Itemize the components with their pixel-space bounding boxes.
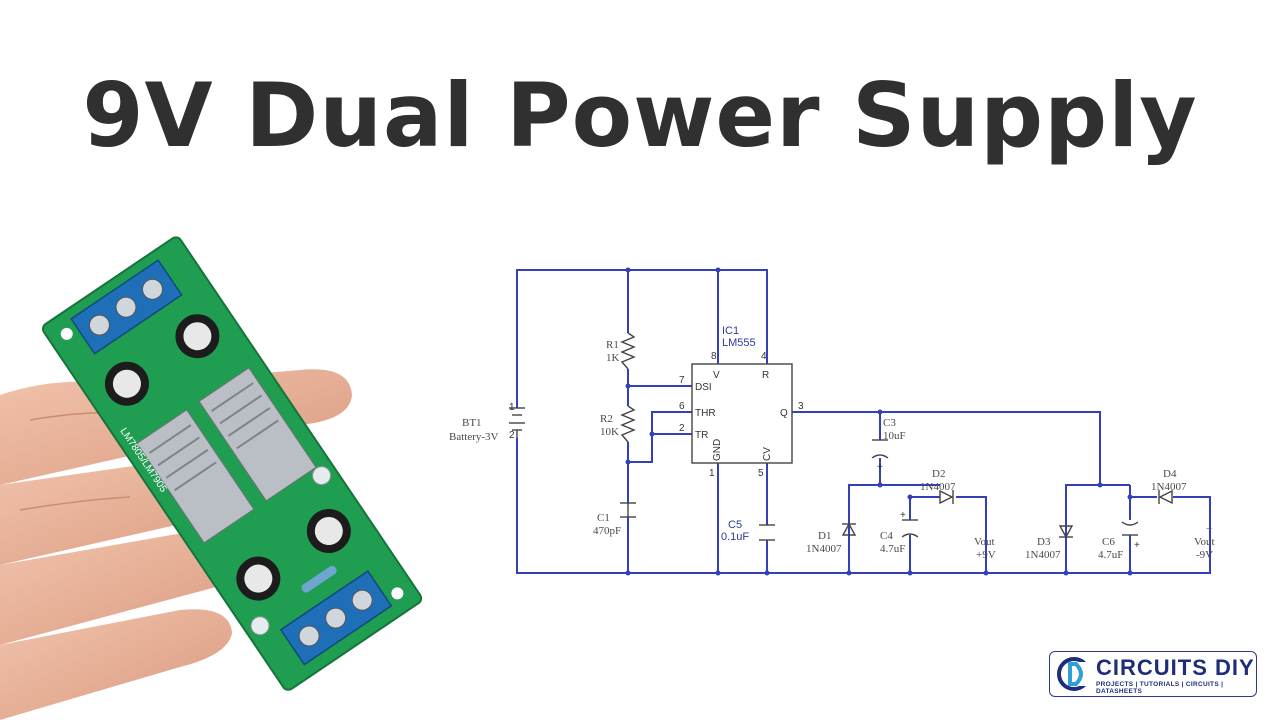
svg-text:IC1: IC1 bbox=[722, 325, 739, 337]
svg-text:C3: C3 bbox=[883, 417, 896, 429]
capacitor-c6: + C6 4.7uF bbox=[1098, 521, 1140, 561]
svg-text:7: 7 bbox=[679, 375, 685, 386]
svg-text:1K: 1K bbox=[606, 352, 620, 364]
output-positive: Vout +9V bbox=[974, 536, 996, 561]
svg-text:GND: GND bbox=[712, 439, 723, 461]
svg-text:1N4007: 1N4007 bbox=[1025, 549, 1061, 561]
svg-text:1N4007: 1N4007 bbox=[806, 543, 842, 555]
svg-text:C4: C4 bbox=[880, 530, 893, 542]
capacitor-c3: + C3 10uF bbox=[871, 417, 906, 473]
svg-text:TR: TR bbox=[695, 430, 708, 441]
svg-text:D2: D2 bbox=[932, 468, 945, 480]
svg-text:DSI: DSI bbox=[695, 382, 712, 393]
svg-text:4.7uF: 4.7uF bbox=[1098, 549, 1123, 561]
svg-text:3: 3 bbox=[798, 401, 804, 412]
capacitor-c5: C5 0.1uF bbox=[721, 519, 775, 543]
output-negative: − Vout -9V bbox=[1194, 523, 1215, 561]
resistor-r2: R2 10K bbox=[600, 405, 636, 443]
svg-text:1N4007: 1N4007 bbox=[1151, 481, 1187, 493]
svg-text:0.1uF: 0.1uF bbox=[721, 531, 749, 543]
svg-text:1: 1 bbox=[509, 402, 515, 413]
pcb-board: LM7805/LM7905 bbox=[41, 236, 423, 691]
svg-text:CV: CV bbox=[762, 447, 773, 461]
svg-text:2: 2 bbox=[679, 423, 685, 434]
ic-lm555: IC1 LM555 8 4 V R 7 DSI 6 THR 2 TR Q 3 G… bbox=[679, 325, 804, 479]
svg-text:Vout: Vout bbox=[974, 536, 995, 548]
svg-text:THR: THR bbox=[695, 408, 716, 419]
page-title: 9V Dual Power Supply bbox=[82, 64, 1198, 167]
junctions bbox=[625, 267, 1133, 576]
svg-text:+: + bbox=[1134, 540, 1140, 551]
svg-text:-9V: -9V bbox=[1196, 549, 1213, 561]
svg-text:R2: R2 bbox=[600, 413, 613, 425]
logo-tagline: PROJECTS | TUTORIALS | CIRCUITS | DATASH… bbox=[1096, 681, 1224, 695]
bt1-ref: BT1 bbox=[462, 417, 482, 429]
wires bbox=[516, 269, 1211, 574]
svg-text:10uF: 10uF bbox=[883, 430, 906, 442]
svg-text:470pF: 470pF bbox=[593, 525, 621, 537]
resistor-r1: R1 1K bbox=[606, 332, 636, 370]
svg-text:+: + bbox=[877, 462, 883, 473]
diode-d4: D4 1N4007 bbox=[1151, 468, 1187, 505]
svg-text:1N4007: 1N4007 bbox=[920, 481, 956, 493]
bt1-value: Battery-3V bbox=[449, 431, 499, 443]
capacitor-c4: + C4 4.7uF bbox=[880, 510, 919, 555]
svg-text:+: + bbox=[900, 510, 906, 521]
capacitor-c1: C1 470pF bbox=[593, 502, 636, 537]
svg-text:LM555: LM555 bbox=[722, 337, 756, 349]
circuits-diy-logo-icon bbox=[1057, 657, 1092, 691]
svg-text:+9V: +9V bbox=[976, 549, 996, 561]
logo-brand: CIRCUITS DIY bbox=[1096, 655, 1255, 680]
diode-d3: D3 1N4007 bbox=[1025, 525, 1074, 561]
svg-text:C6: C6 bbox=[1102, 536, 1115, 548]
svg-text:1: 1 bbox=[709, 468, 715, 479]
svg-text:D4: D4 bbox=[1163, 468, 1177, 480]
svg-text:6: 6 bbox=[679, 401, 685, 412]
svg-text:D1: D1 bbox=[818, 530, 831, 542]
svg-text:Vout: Vout bbox=[1194, 536, 1215, 548]
diode-d2: D2 1N4007 bbox=[920, 468, 956, 505]
brand-logo[interactable]: CIRCUITS DIY PROJECTS | TUTORIALS | CIRC… bbox=[1049, 651, 1257, 697]
svg-text:2: 2 bbox=[509, 430, 515, 441]
battery-bt1: 1 2 BT1 Battery-3V bbox=[449, 402, 525, 443]
svg-text:R: R bbox=[762, 370, 769, 381]
svg-text:D3: D3 bbox=[1037, 536, 1051, 548]
svg-text:C5: C5 bbox=[728, 519, 742, 531]
svg-text:C1: C1 bbox=[597, 512, 610, 524]
svg-text:−: − bbox=[1206, 523, 1212, 535]
svg-text:4.7uF: 4.7uF bbox=[880, 543, 905, 555]
svg-text:R1: R1 bbox=[606, 339, 619, 351]
svg-text:8: 8 bbox=[711, 351, 717, 362]
svg-text:10K: 10K bbox=[600, 426, 619, 438]
svg-text:Q: Q bbox=[780, 408, 788, 419]
svg-text:4: 4 bbox=[761, 351, 767, 362]
product-photo: LM7805/LM7905 bbox=[0, 236, 423, 720]
svg-text:5: 5 bbox=[758, 468, 764, 479]
diode-d1: D1 1N4007 bbox=[806, 522, 857, 555]
svg-text:V: V bbox=[713, 370, 720, 381]
